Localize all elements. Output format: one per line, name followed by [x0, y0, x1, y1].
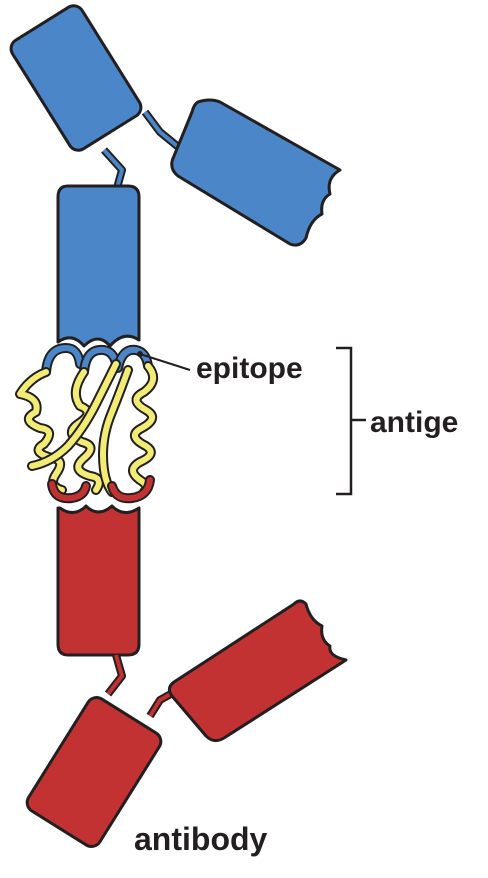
lower-bottom-domain — [25, 696, 163, 848]
upper-right-arm-domain — [170, 98, 342, 247]
upper-hinge-linker-fill — [102, 148, 124, 189]
lower-main-domain — [56, 504, 141, 657]
epitope-pointer-line — [139, 353, 191, 371]
annotations: epitope antige antibody — [134, 346, 458, 857]
upper-main-domain — [56, 184, 141, 348]
epitope-label: epitope — [196, 352, 303, 385]
lower-antibody — [25, 504, 348, 848]
upper-top-domain — [9, 4, 143, 152]
antigen-label: antige — [370, 406, 458, 439]
antigen — [15, 342, 159, 504]
upper-antibody — [9, 4, 342, 348]
antigen-bracket — [336, 346, 366, 496]
lower-right-arm-domain — [167, 599, 348, 743]
epitope-pointer-dot — [137, 351, 143, 357]
antibody-label: antibody — [134, 821, 268, 857]
upper-arm-linker-fill — [143, 110, 184, 152]
